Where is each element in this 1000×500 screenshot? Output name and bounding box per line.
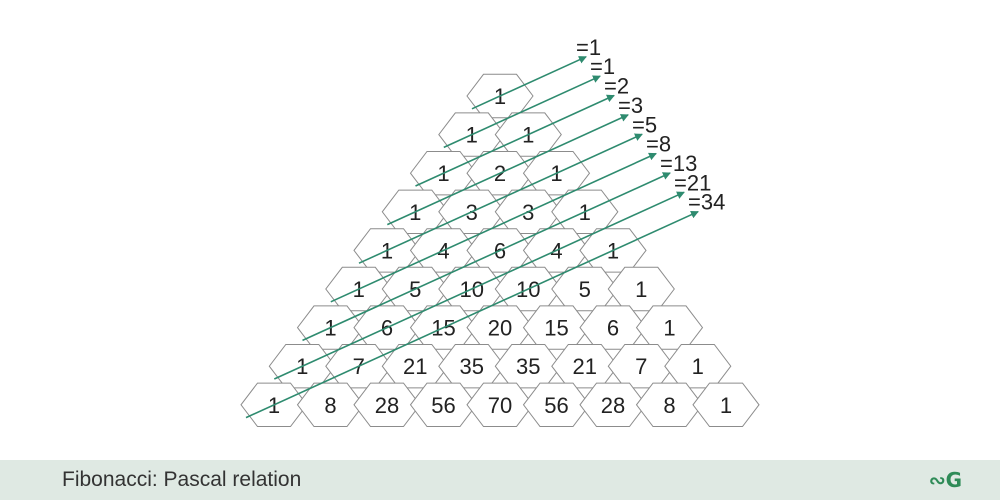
hex-cell (466, 382, 534, 427)
fibonacci-sum-label: =13 (660, 151, 697, 176)
cell-value: 21 (573, 354, 597, 379)
diagonal-arrow (386, 114, 629, 226)
cell-value: 15 (544, 316, 568, 341)
fibonacci-sum-labels: =1=1=2=3=5=8=13=21=34 (576, 35, 725, 215)
cell-value: 56 (431, 393, 455, 418)
hex-cell (579, 382, 647, 427)
cell-value: 35 (516, 354, 540, 379)
cell-value: 6 (607, 316, 619, 341)
cell-value: 70 (488, 393, 512, 418)
fibonacci-sum-label: =3 (618, 93, 643, 118)
fibonacci-sum-label: =34 (688, 190, 725, 215)
diagonal-arrow (302, 172, 671, 342)
cell-value: 8 (324, 393, 336, 418)
diagonal-arrow (358, 133, 643, 264)
cell-value: 7 (635, 354, 647, 379)
hex-cell (692, 382, 760, 427)
hex-cell (353, 382, 421, 427)
diagonal-arrow (273, 191, 685, 380)
cell-value: 8 (663, 393, 675, 418)
fibonacci-sum-label: =2 (604, 74, 629, 99)
cell-value: 21 (403, 354, 427, 379)
cell-value: 1 (635, 277, 647, 302)
footer-bar: Fibonacci: Pascal relation ∾G (0, 460, 1000, 500)
geeksforgeeks-logo-icon: ∾G (928, 468, 962, 492)
diagonal-arrow (443, 75, 601, 149)
cell-value: 5 (579, 277, 591, 302)
diagonal-arrow (245, 210, 699, 419)
footer-title: Fibonacci: Pascal relation (62, 468, 302, 491)
hex-cell (296, 382, 365, 427)
cell-value: 1 (663, 316, 675, 341)
cell-value: 28 (601, 393, 625, 418)
diagonal-arrow (471, 56, 587, 110)
fibonacci-sum-label: =8 (646, 132, 671, 157)
fibonacci-sum-label: =5 (632, 112, 657, 137)
diagonal-arrows (245, 56, 699, 419)
fibonacci-sum-label: =1 (590, 54, 615, 79)
cell-value: 20 (488, 316, 512, 341)
cell-value: 28 (375, 393, 399, 418)
hex-cell (409, 382, 478, 427)
hex-cell (635, 382, 704, 427)
hex-cell (522, 382, 591, 427)
diagonal-arrow (330, 152, 657, 303)
cell-value: 35 (460, 354, 484, 379)
cell-value: 56 (544, 393, 568, 418)
cell-value: 1 (692, 354, 704, 379)
fibonacci-sum-label: =21 (674, 170, 711, 195)
fibonacci-sum-label: =1 (576, 35, 601, 60)
cell-value: 1 (720, 393, 732, 418)
diagonal-arrow (415, 94, 615, 187)
